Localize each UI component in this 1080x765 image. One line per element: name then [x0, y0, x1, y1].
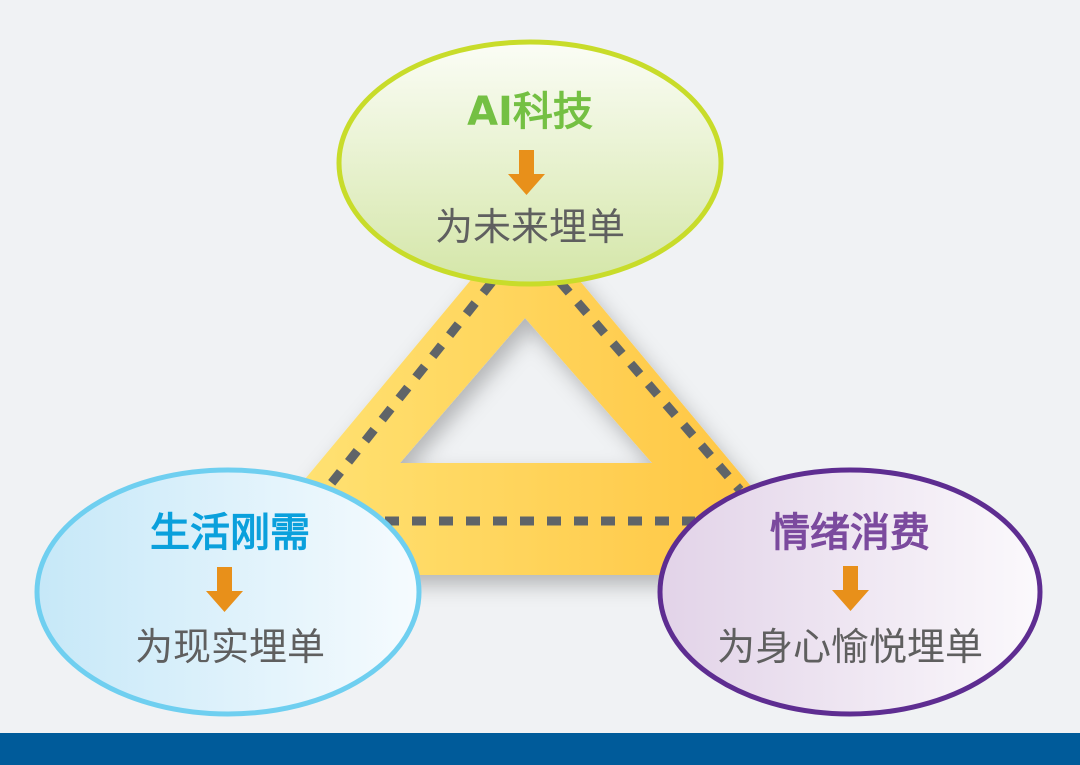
- node-daily-needs: 生活刚需 为现实埋单: [34, 467, 422, 717]
- node-title: 生活刚需: [150, 510, 310, 556]
- node-subtitle: 为身心愉悦埋单: [717, 625, 983, 669]
- down-arrow-icon: [508, 150, 545, 195]
- triangle-band: [225, 215, 825, 575]
- dashed-triangle-line: [318, 279, 744, 526]
- node-title: 情绪消费: [770, 510, 930, 556]
- down-arrow-icon: [206, 567, 243, 612]
- node-ai-tech: AI科技 为未来埋单: [336, 39, 724, 287]
- down-arrow-icon: [832, 566, 869, 611]
- node-subtitle: 为现实埋单: [135, 625, 325, 669]
- node-title: AI科技: [467, 89, 593, 135]
- node-emotional-consumption: 情绪消费 为身心愉悦埋单: [657, 467, 1043, 717]
- footer-bar: [0, 733, 1080, 765]
- node-subtitle: 为未来埋单: [435, 205, 625, 249]
